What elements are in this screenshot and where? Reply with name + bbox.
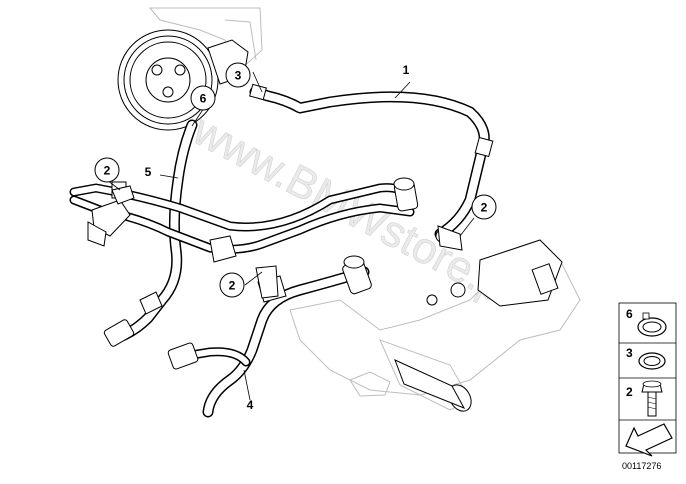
legend-label-3: 3: [626, 346, 633, 360]
steering-gear: [289, 239, 581, 412]
hose-clamp-icon: [637, 312, 667, 337]
callout-2-left: 2: [94, 157, 120, 183]
callout-4: 4: [247, 398, 254, 412]
legend-label-2: 2: [626, 385, 633, 399]
seal-ring-icon: [638, 352, 666, 370]
direction-arrow-icon: [625, 423, 673, 457]
callout-3: 3: [225, 62, 251, 88]
parts-legend: 6 3 2: [618, 302, 677, 457]
callout-2-center: 2: [219, 272, 245, 298]
callout-6: 6: [190, 85, 216, 111]
svg-text:2: 2: [481, 201, 488, 215]
callout-5: 5: [145, 165, 152, 179]
return-hose: [103, 119, 198, 347]
diagram-code: 00117276: [622, 461, 662, 471]
svg-text:6: 6: [200, 92, 207, 106]
svg-text:2: 2: [229, 279, 236, 293]
callout-1: 1: [403, 63, 410, 77]
bracket-center: [255, 265, 279, 299]
svg-text:2: 2: [104, 164, 111, 178]
legend-label-6: 6: [626, 307, 633, 321]
bracket-right: [437, 225, 463, 251]
svg-text:3: 3: [235, 69, 242, 83]
hex-bolt-icon: [641, 380, 663, 417]
callout-2-right: 2: [471, 194, 497, 220]
bracket-left: [111, 185, 135, 205]
